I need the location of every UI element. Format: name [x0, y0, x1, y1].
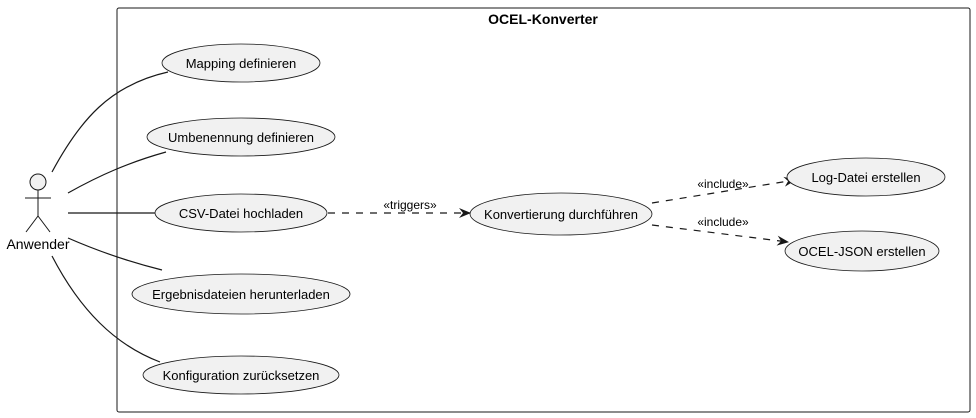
triggers-label: «triggers»: [383, 198, 437, 212]
use-case-umbenennung-label: Umbenennung definieren: [168, 130, 314, 145]
use-case-csv-upload[interactable]: CSV-Datei hochladen: [154, 193, 328, 233]
use-case-umbenennung[interactable]: Umbenennung definieren: [146, 117, 336, 157]
use-case-mapping-label: Mapping definieren: [186, 56, 297, 71]
actor-figure-icon: [25, 173, 51, 233]
association-reset: [51, 255, 161, 363]
dependency-include-json: [651, 224, 789, 246]
actor-label: Anwender: [6, 236, 69, 252]
include-json-label: «include»: [697, 215, 749, 229]
actor-anwender[interactable]: Anwender: [6, 173, 70, 252]
use-case-log-label: Log-Datei erstellen: [811, 170, 920, 185]
use-case-download[interactable]: Ergebnisdateien herunterladen: [131, 273, 351, 315]
use-case-reset-label: Konfiguration zurücksetzen: [163, 368, 320, 383]
use-case-convert-label: Konvertierung durchführen: [484, 207, 638, 222]
use-case-reset[interactable]: Konfiguration zurücksetzen: [142, 355, 340, 395]
dependency-include-log: [651, 176, 796, 204]
use-case-log[interactable]: Log-Datei erstellen: [786, 157, 946, 197]
system-boundary: OCEL-Konverter: [116, 7, 971, 413]
association-umbenennung: [67, 151, 167, 194]
use-case-ocel-json[interactable]: OCEL-JSON erstellen: [784, 230, 940, 272]
association-download: [67, 237, 163, 271]
association-mapping: [51, 71, 169, 173]
associations: [51, 71, 169, 363]
use-case-ocel-json-label: OCEL-JSON erstellen: [798, 244, 925, 259]
use-case-convert[interactable]: Konvertierung durchführen: [469, 192, 653, 236]
system-title: OCEL-Konverter: [488, 11, 598, 27]
include-log-label: «include»: [697, 177, 749, 191]
use-case-mapping[interactable]: Mapping definieren: [161, 43, 321, 83]
dependencies: «triggers» «include» «include»: [328, 176, 796, 246]
use-case-csv-upload-label: CSV-Datei hochladen: [179, 206, 303, 221]
use-case-download-label: Ergebnisdateien herunterladen: [152, 287, 330, 302]
system-boundary-frame: [116, 7, 971, 413]
